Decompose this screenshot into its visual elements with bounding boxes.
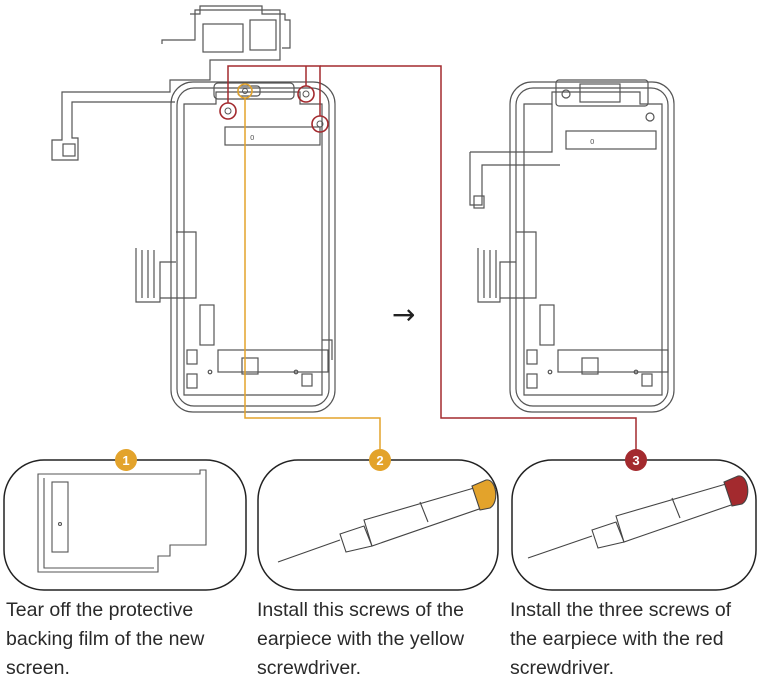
sensor-label-before: 0 xyxy=(250,134,254,142)
step-3-caption: Install the three screws of the earpiece… xyxy=(510,599,732,679)
step-1-panel xyxy=(3,459,247,591)
svg-text:3: 3 xyxy=(632,453,639,468)
earpiece-screws-before xyxy=(219,83,329,133)
phone-before xyxy=(51,5,336,413)
step-2-badge: 2 xyxy=(369,449,391,471)
step-1-caption: Tear off the protective backing film of … xyxy=(6,599,205,679)
phone-after xyxy=(469,79,675,413)
red-screwdriver xyxy=(527,475,749,559)
transition-arrow: → xyxy=(392,298,415,331)
svg-text:2: 2 xyxy=(376,453,383,468)
step-3-badge: 3 xyxy=(625,449,647,471)
yellow-screwdriver xyxy=(277,479,497,563)
step-2-panel xyxy=(257,459,499,591)
red-leader-lines xyxy=(227,65,637,452)
flex-cable-before xyxy=(51,9,281,161)
step-3-panel xyxy=(511,459,757,591)
assembly-diagram: 0 → xyxy=(3,5,757,591)
step-2-caption: Install this screws of the earpiece with… xyxy=(257,599,465,679)
sensor-label-after: 0 xyxy=(590,138,594,146)
svg-text:1: 1 xyxy=(122,453,129,468)
step-1-badge: 1 xyxy=(115,449,137,471)
yellow-leader-lines xyxy=(244,98,381,452)
